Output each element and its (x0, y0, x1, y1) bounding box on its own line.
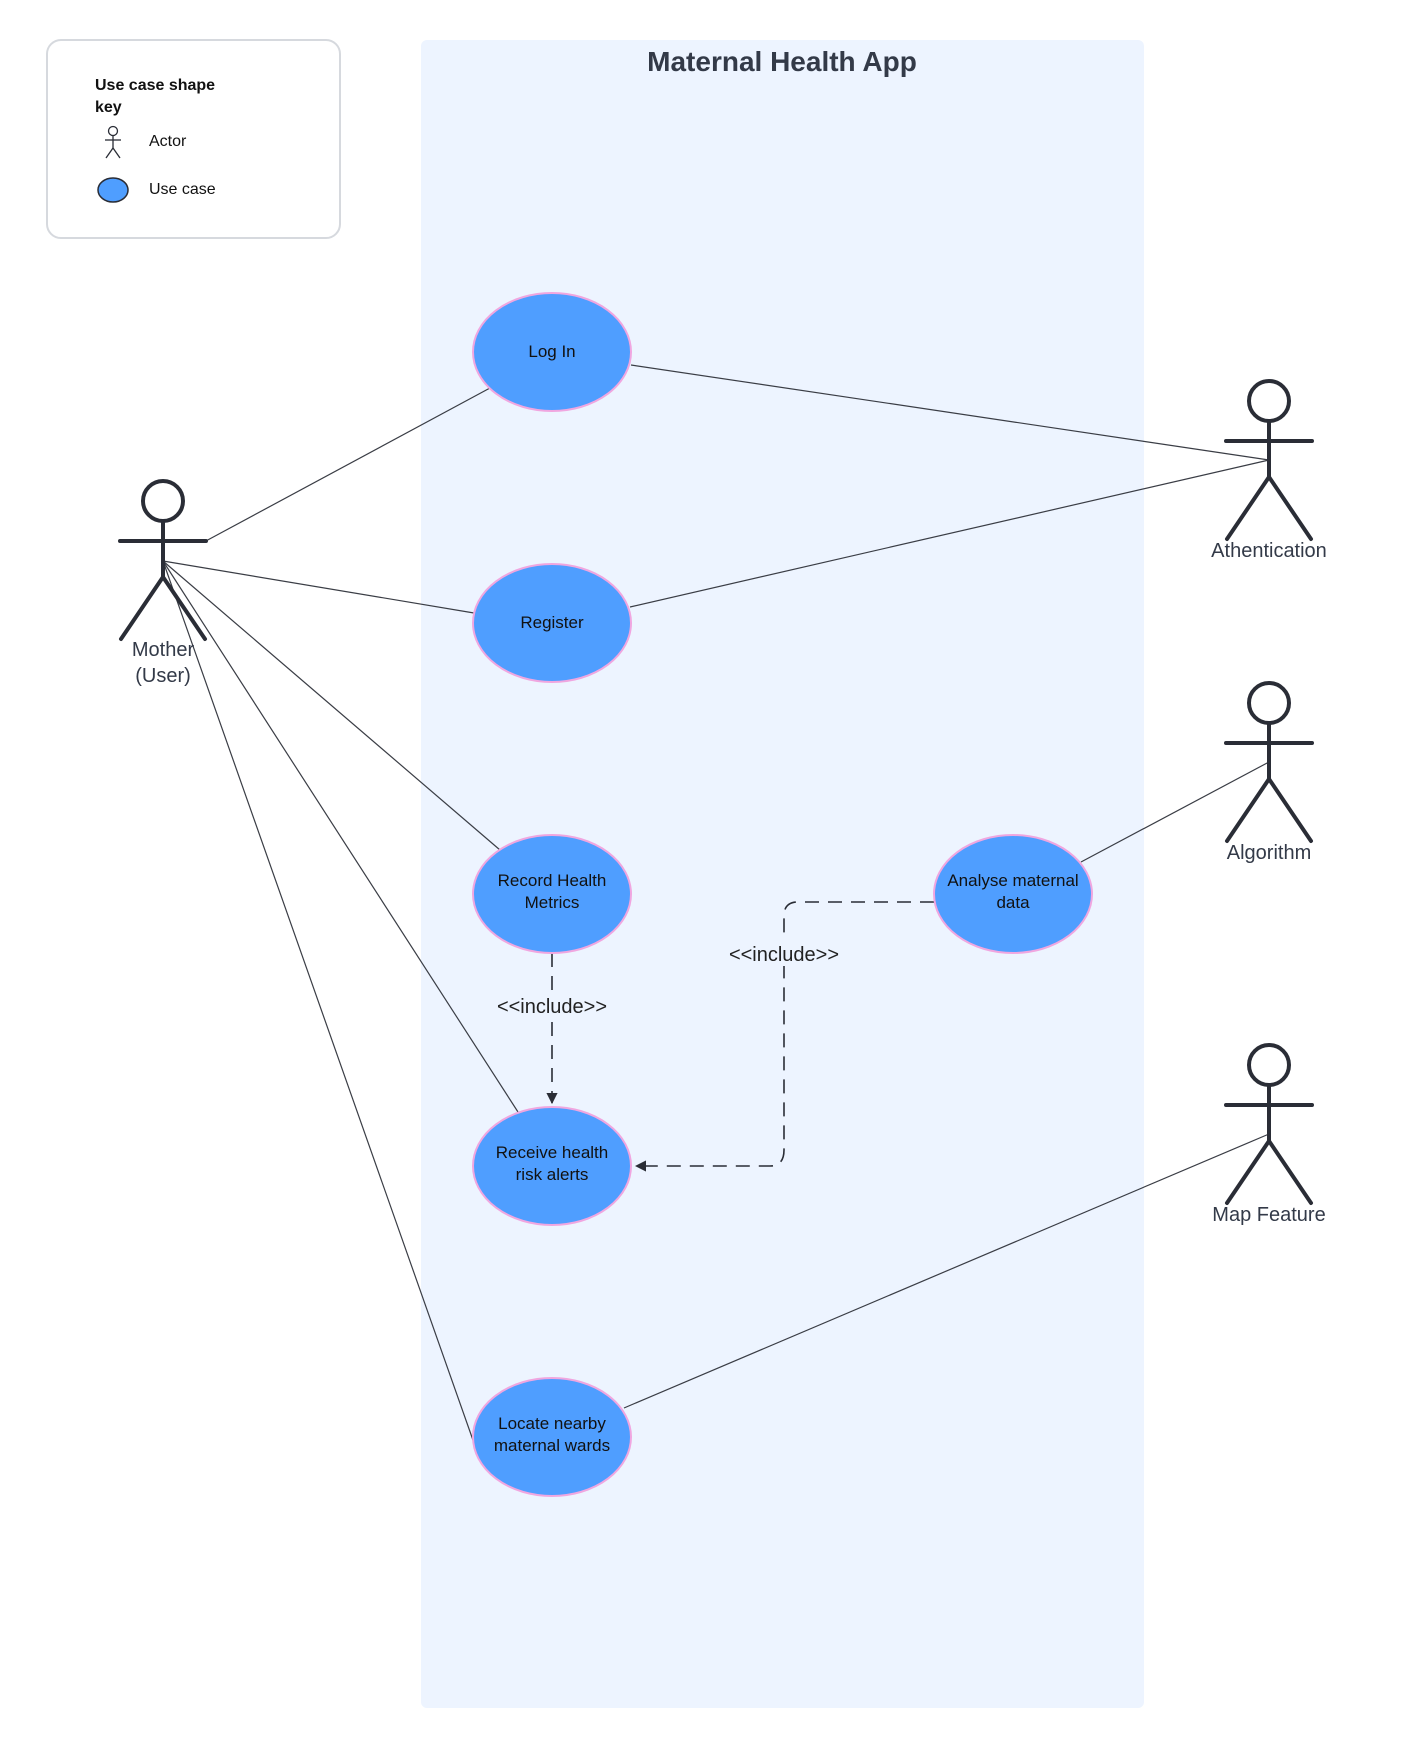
actor-algorithm-figure (1224, 681, 1314, 843)
actor-algorithm-label: Algorithm (1227, 842, 1311, 864)
assoc-mother-register (162, 560, 475, 614)
legend-title-line2: key (95, 99, 122, 116)
usecase-record-health-metrics[interactable]: Record Health Metrics (472, 834, 632, 954)
usecase-receive-label-line2: risk alerts (516, 1165, 589, 1184)
include-label-analyse: <<include>> (729, 944, 839, 966)
usecase-register[interactable]: Register (472, 563, 632, 683)
assoc-mother-record (162, 560, 501, 851)
include-label-bg (722, 938, 846, 966)
usecase-analyse-label-line1: Analyse maternal (947, 871, 1078, 890)
usecase-receive-label-line1: Receive health (496, 1143, 608, 1162)
actor-map-feature-label: Map Feature (1212, 1204, 1325, 1226)
usecase-analyse-label-line2: data (996, 893, 1030, 912)
usecase-locate-label-line2: maternal wards (494, 1436, 610, 1455)
usecase-record-label-line2: Metrics (525, 893, 580, 912)
usecase-login-label: Log In (528, 342, 575, 361)
actor-authentication-label: Athentication (1211, 540, 1327, 562)
actor-authentication-figure (1224, 379, 1314, 541)
actor-mother[interactable]: Mother (User) (118, 479, 208, 687)
usecase-login[interactable]: Log In (472, 292, 632, 412)
actor-mother-label-line1: Mother (132, 639, 195, 661)
usecase-record-label-line1: Record Health (498, 871, 607, 890)
assoc-login-auth (630, 364, 1270, 461)
usecase-locate-label-line1: Locate nearby (498, 1414, 606, 1433)
associations (162, 364, 1270, 1444)
include-label-bg (490, 990, 614, 1018)
assoc-mother-receive (162, 560, 519, 1113)
legend: Use case shape key Actor Use case (46, 39, 341, 239)
legend-actor-label: Actor (149, 133, 187, 150)
actor-map-feature-figure (1224, 1043, 1314, 1205)
system-boundary (421, 40, 1144, 1708)
usecase-analyse-maternal-data[interactable]: Analyse maternal data (933, 834, 1093, 954)
actor-algorithm[interactable]: Algorithm (1224, 681, 1314, 864)
assoc-mother-login (203, 387, 491, 543)
actor-map-feature[interactable]: Map Feature (1212, 1043, 1326, 1226)
include-label-record: <<include>> (497, 996, 607, 1018)
assoc-analyse-algorithm (1080, 761, 1270, 863)
system-title: Maternal Health App (647, 46, 917, 77)
actor-mother-figure (118, 479, 208, 641)
legend-frame (46, 39, 341, 239)
include-analyse-receive (634, 901, 934, 1172)
legend-usecase-icon (97, 177, 129, 203)
legend-actor-icon (105, 125, 121, 159)
legend-usecase-label: Use case (149, 181, 216, 198)
actor-mother-label-line2: (User) (135, 665, 191, 687)
assoc-mother-locate (162, 560, 475, 1444)
legend-title: Use case shape (95, 77, 215, 94)
usecase-receive-health-risk-alerts[interactable]: Receive health risk alerts (472, 1106, 632, 1226)
assoc-locate-map (623, 1133, 1270, 1409)
usecase-locate-nearby-maternal-wards[interactable]: Locate nearby maternal wards (472, 1377, 632, 1497)
usecase-register-label: Register (520, 613, 584, 632)
actor-authentication[interactable]: Athentication (1211, 379, 1327, 562)
assoc-register-auth (629, 459, 1270, 608)
